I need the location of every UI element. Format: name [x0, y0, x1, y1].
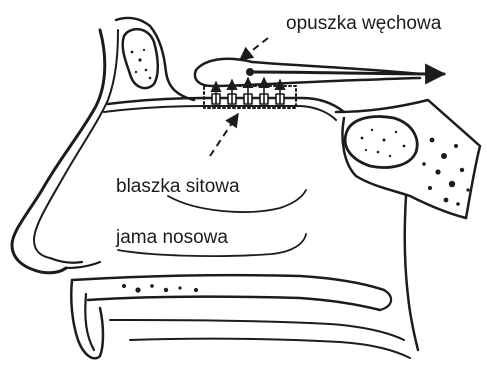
hard-palate-lower — [88, 297, 380, 310]
upper-lip — [71, 280, 103, 358]
nasal-cavity-label: jama nosowa — [116, 228, 228, 247]
olfactory-nerve-arrows — [216, 78, 280, 104]
hard-palate-upper — [72, 275, 384, 290]
hard-palate-end — [380, 290, 391, 310]
sphenoid-sinus — [345, 117, 417, 168]
nostril — [50, 258, 100, 268]
bulb-pointer — [240, 38, 268, 60]
olfactory-bulb-dot — [247, 69, 254, 76]
oral-cavity-line-2 — [130, 339, 410, 358]
pharynx-wall — [405, 196, 418, 350]
oral-cavity-line — [110, 320, 404, 340]
plate-pointer — [210, 114, 238, 156]
incisor — [85, 294, 94, 350]
olfactory-bulb-label: opuszka węchowa — [286, 14, 441, 33]
cribriform-plate-label: blaszka sitowa — [116, 177, 240, 196]
nose-outer-contour — [12, 30, 105, 273]
